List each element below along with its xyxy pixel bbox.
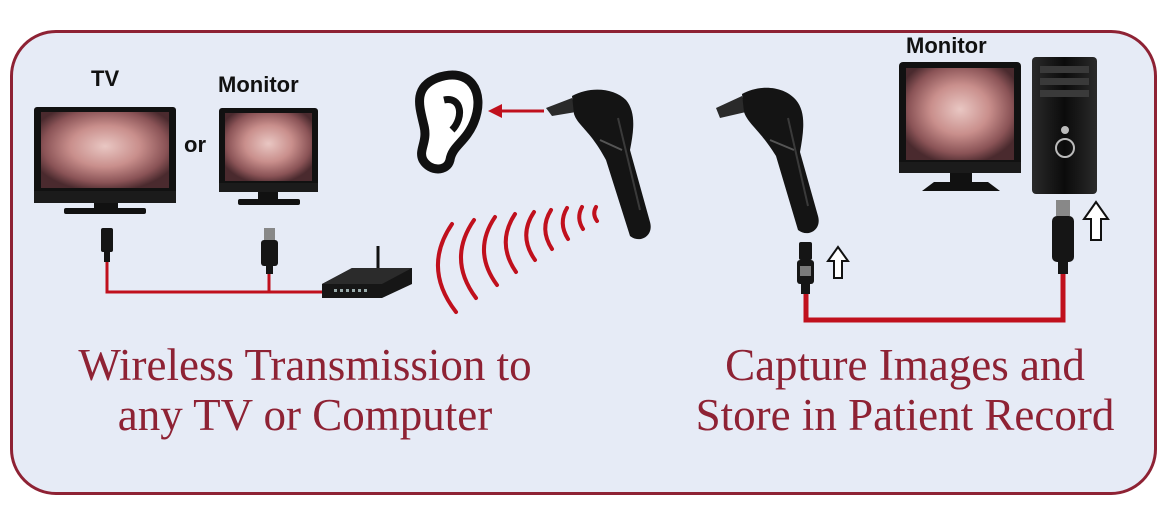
tv-label: TV xyxy=(91,66,120,91)
usb-plug-left xyxy=(261,228,278,274)
caption-capture-line1: Capture Images and xyxy=(725,340,1085,390)
caption-wireless-line2: any TV or Computer xyxy=(117,390,493,440)
cable-left xyxy=(105,262,322,294)
up-arrow-icon-otoscope xyxy=(826,245,850,279)
router-icon xyxy=(322,246,412,298)
otoscope-wired-icon xyxy=(716,87,819,234)
computer-tower-icon xyxy=(1032,57,1097,194)
tv-icon xyxy=(34,107,176,214)
monitor-label-left: Monitor xyxy=(218,72,299,97)
caption-capture-line2: Store in Patient Record xyxy=(695,390,1115,440)
otoscope-cable-plug xyxy=(797,242,814,294)
caption-capture: Capture Images and Store in Patient Reco… xyxy=(660,340,1150,440)
tv-cable-plug xyxy=(101,228,113,262)
monitor-icon-right xyxy=(899,62,1021,191)
caption-wireless-line1: Wireless Transmission to xyxy=(78,340,532,390)
monitor-icon-left xyxy=(219,108,318,205)
usb-plug-right xyxy=(1052,200,1074,274)
cable-right xyxy=(803,274,1066,323)
monitor-label-right: Monitor xyxy=(906,33,987,58)
otoscope-wireless-icon xyxy=(546,89,651,240)
arrow-to-ear-icon xyxy=(488,104,544,118)
wireless-waves-icon xyxy=(435,205,599,314)
up-arrow-icon-tower xyxy=(1082,200,1110,241)
caption-wireless: Wireless Transmission to any TV or Compu… xyxy=(40,340,570,440)
or-label: or xyxy=(184,132,206,157)
ear-icon xyxy=(415,70,483,174)
